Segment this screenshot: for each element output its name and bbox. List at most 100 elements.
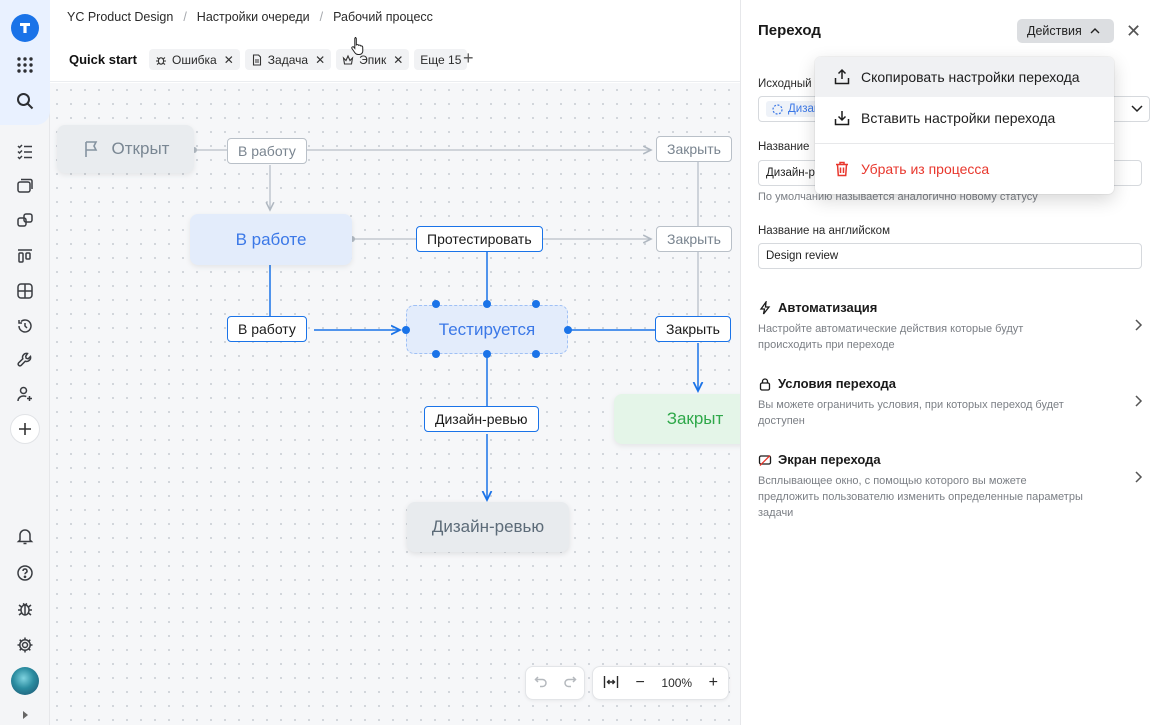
- status-node-design-review[interactable]: Дизайн-ревью: [407, 502, 569, 552]
- breadcrumb-item-workflow[interactable]: Рабочий процесс: [333, 10, 433, 24]
- section-title: Автоматизация: [778, 300, 878, 315]
- apps-grid-icon[interactable]: [13, 53, 37, 77]
- section-description: Всплывающее окно, с помощью которого вы …: [758, 475, 1083, 519]
- search-icon[interactable]: [13, 89, 37, 113]
- quick-start-label[interactable]: Quick start: [69, 52, 137, 67]
- english-name-input[interactable]: Design review: [758, 243, 1142, 269]
- automation-section[interactable]: Автоматизация Настройте автоматические д…: [758, 300, 1143, 353]
- transition-screen-section[interactable]: Экран перехода Всплывающее окно, с помощ…: [758, 452, 1143, 521]
- selection-handle[interactable]: [532, 300, 540, 308]
- history-toolbar: [525, 666, 585, 700]
- section-description: Вы можете ограничить условия, при которы…: [758, 399, 1064, 427]
- mouse-pointer-icon: [351, 37, 364, 55]
- selection-handle[interactable]: [483, 350, 491, 358]
- conditions-section[interactable]: Условия перехода Вы можете ограничить ус…: [758, 376, 1143, 429]
- upload-icon: [834, 68, 850, 85]
- add-user-icon[interactable]: [13, 382, 37, 406]
- transition-design-review[interactable]: Дизайн-ревью: [424, 406, 539, 432]
- selection-handle[interactable]: [564, 326, 572, 334]
- status-node-in-work[interactable]: В работе: [190, 214, 352, 265]
- chip-label: Еще 15: [420, 52, 462, 67]
- copy-settings-menu-item[interactable]: Скопировать настройки перехода: [815, 57, 1114, 97]
- transition-test[interactable]: Протестировать: [416, 226, 543, 252]
- transition-edges: [191, 0, 740, 725]
- menu-item-label: Вставить настройки перехода: [861, 110, 1056, 126]
- tracker-logo-icon[interactable]: [11, 14, 39, 42]
- issue-type-filter-bar: Quick start Ошибка ✕ Задача ✕ Эпик ✕ Еще…: [50, 38, 740, 82]
- download-icon: [834, 111, 850, 126]
- status-node-testing[interactable]: Тестируется: [406, 305, 568, 354]
- fit-to-screen-icon[interactable]: [603, 675, 619, 692]
- document-icon: [252, 53, 261, 66]
- breadcrumb-item-queue-settings[interactable]: Настройки очереди: [196, 10, 310, 24]
- remove-chip-icon[interactable]: ✕: [315, 52, 326, 67]
- settings-gear-icon[interactable]: [13, 633, 37, 657]
- zoom-out-button[interactable]: −: [635, 674, 645, 691]
- chip-task[interactable]: Задача ✕: [244, 49, 332, 70]
- undo-icon[interactable]: [533, 674, 548, 693]
- chip-epic[interactable]: Эпик ✕: [336, 49, 410, 70]
- nav-rail: [0, 0, 50, 725]
- chip-label: Задача: [267, 52, 309, 67]
- boards-icon[interactable]: [13, 244, 37, 268]
- transition-to-work-top[interactable]: В работу: [227, 138, 307, 164]
- remove-chip-icon[interactable]: ✕: [223, 52, 234, 67]
- user-avatar[interactable]: [11, 667, 39, 695]
- status-label: Закрыт: [666, 409, 724, 428]
- breadcrumb-separator: /: [319, 10, 324, 24]
- section-title: Условия перехода: [778, 376, 896, 391]
- menu-item-label: Убрать из процесса: [861, 161, 990, 177]
- screen-icon: [758, 454, 772, 466]
- wrench-icon[interactable]: [13, 348, 37, 372]
- status-node-open[interactable]: Открыт: [57, 125, 194, 173]
- lightning-icon: [759, 300, 771, 314]
- status-label: Дизайн-ревью: [431, 517, 545, 536]
- chip-bug[interactable]: Ошибка ✕: [149, 49, 240, 70]
- english-name-value: Design review: [766, 250, 839, 262]
- paste-settings-menu-item[interactable]: Вставить настройки перехода: [815, 98, 1114, 138]
- zoom-toolbar: − 100% +: [592, 666, 729, 700]
- history-icon[interactable]: [13, 314, 37, 338]
- selection-handle[interactable]: [432, 300, 440, 308]
- transition-close-top[interactable]: Закрыть: [656, 136, 732, 162]
- remove-chip-icon[interactable]: ✕: [393, 52, 404, 67]
- lock-icon: [759, 377, 771, 391]
- breadcrumb: YC Product Design / Настройки очереди / …: [67, 10, 433, 24]
- bug-icon: [156, 56, 166, 65]
- create-button[interactable]: [10, 414, 40, 444]
- chip-more[interactable]: Еще 15: [414, 49, 468, 70]
- selection-handle[interactable]: [432, 350, 440, 358]
- menu-item-label: Скопировать настройки перехода: [861, 69, 1080, 85]
- add-issue-type-icon[interactable]: +: [463, 48, 474, 68]
- selection-handle[interactable]: [402, 326, 410, 334]
- chip-label: Ошибка: [172, 52, 217, 67]
- projects-icon[interactable]: [13, 209, 37, 233]
- breadcrumb-item-project[interactable]: YC Product Design: [67, 10, 174, 24]
- chip-label: Эпик: [359, 52, 387, 67]
- bell-icon[interactable]: [13, 524, 37, 548]
- status-circle-icon: [772, 103, 783, 115]
- selection-handle[interactable]: [532, 350, 540, 358]
- selection-handle[interactable]: [483, 300, 491, 308]
- tasks-list-icon[interactable]: [13, 139, 37, 163]
- transition-close-selected[interactable]: Закрыть: [655, 316, 731, 342]
- expand-sidebar-icon[interactable]: [19, 708, 31, 720]
- actions-label: Действия: [1027, 24, 1082, 38]
- section-title: Экран перехода: [778, 452, 881, 467]
- zoom-in-button[interactable]: +: [708, 674, 718, 691]
- bug-report-icon[interactable]: [13, 597, 37, 621]
- actions-dropdown-button[interactable]: Действия: [1017, 19, 1114, 43]
- english-name-label: Название на английском: [758, 225, 890, 237]
- chevron-down-icon: [1131, 105, 1143, 113]
- help-icon[interactable]: [13, 561, 37, 585]
- chevron-right-icon: [1135, 395, 1143, 407]
- close-panel-icon[interactable]: ✕: [1126, 21, 1142, 41]
- transition-close-mid[interactable]: Закрыть: [656, 226, 732, 252]
- redo-icon[interactable]: [563, 674, 577, 693]
- transition-to-work-left[interactable]: В работу: [227, 316, 307, 342]
- source-status-label: Исходный: [758, 78, 812, 90]
- queues-icon[interactable]: [13, 174, 37, 198]
- chevron-right-icon: [1135, 471, 1143, 483]
- remove-from-process-menu-item[interactable]: Убрать из процесса: [815, 149, 1114, 189]
- dashboards-icon[interactable]: [13, 279, 37, 303]
